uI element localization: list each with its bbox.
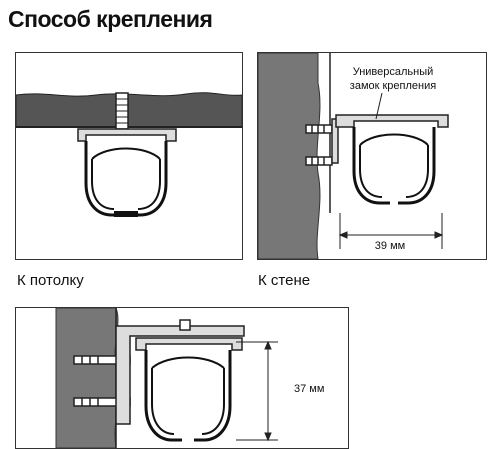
height-dimension-label: 37 мм [294, 383, 324, 395]
wall-mount-panel: Универсальный замок крепления 39 мм [257, 52, 487, 260]
ceiling-screw [115, 92, 129, 130]
track-profile [84, 141, 168, 217]
mount-clip [77, 128, 177, 142]
wall-mount-diagram: Универсальный замок крепления 39 мм [258, 53, 449, 259]
ceiling-mount-diagram [16, 92, 242, 217]
side-mount-diagram: 37 мм [55, 308, 324, 448]
side-mount-panel: 37 мм [15, 307, 349, 449]
track-profile [144, 350, 232, 442]
l-bracket [115, 325, 245, 425]
wall [258, 53, 321, 259]
ceiling-slab [16, 92, 242, 128]
ceiling-mount-panel [15, 52, 243, 260]
ceiling-caption: К потолку [17, 272, 84, 289]
mount-clip [135, 337, 243, 351]
wall-caption: К стене [258, 272, 311, 289]
page-title: Способ крепления [8, 6, 213, 32]
track-profile [352, 127, 436, 205]
leader-line [375, 92, 383, 120]
wall [55, 308, 119, 448]
width-dimension [338, 213, 444, 249]
height-dimension [236, 340, 278, 442]
width-dimension-label: 39 мм [375, 240, 405, 252]
mount-lock [335, 114, 449, 128]
lock-label-line2: замок крепления [350, 80, 436, 92]
lock-label-line1: Универсальный [353, 66, 434, 78]
